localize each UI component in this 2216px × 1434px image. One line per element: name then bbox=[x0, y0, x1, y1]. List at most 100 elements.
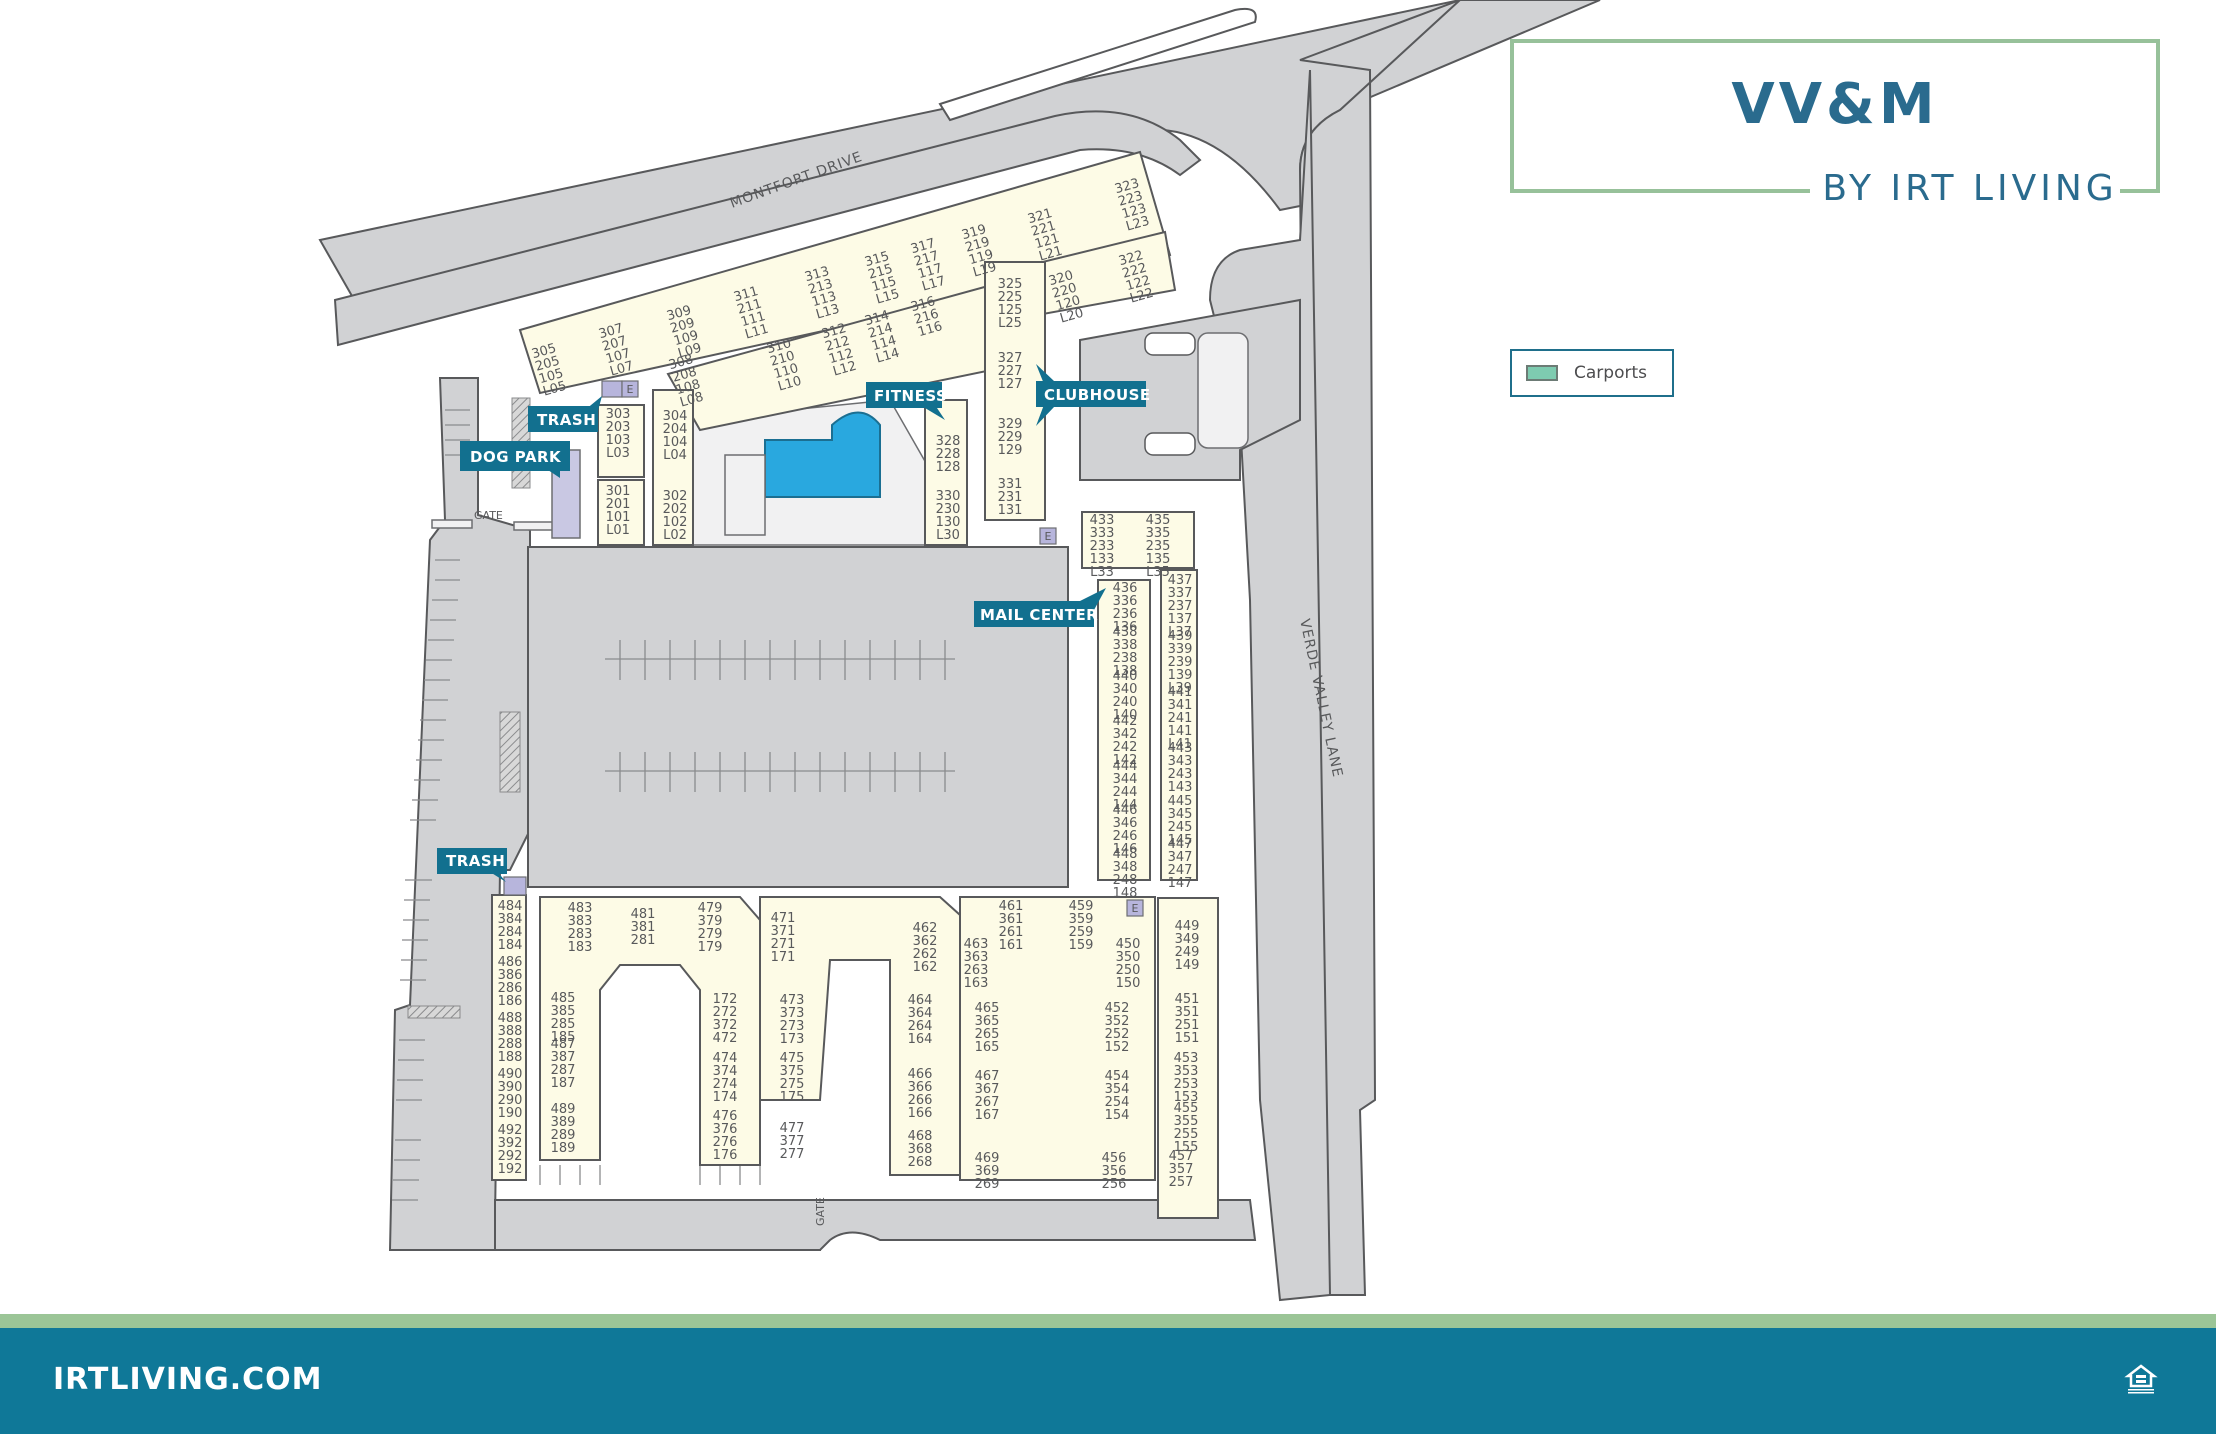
verde-valley-lane: VERDE VALLEY LANE bbox=[1208, 0, 1461, 1302]
svg-text:TRASH: TRASH bbox=[446, 852, 505, 870]
unit-label: 322222122L22 bbox=[1117, 248, 1156, 307]
unit-label: 307207107L07 bbox=[597, 321, 636, 380]
callout-trash-south[interactable]: TRASH bbox=[437, 848, 507, 882]
legend-label-carports: Carports bbox=[1574, 363, 1647, 383]
gate-label-south: GATE bbox=[814, 1197, 827, 1226]
brand-frame bbox=[1510, 39, 2160, 193]
north-building bbox=[518, 150, 1177, 521]
unit-label: 316216116 bbox=[909, 294, 944, 340]
unit-label: 315215115L15 bbox=[863, 249, 902, 308]
map-legend: Carports bbox=[1510, 349, 1674, 397]
brand-frame-rule-right bbox=[2120, 189, 2160, 193]
gate-label-west: GATE bbox=[474, 509, 503, 522]
callout-trash-north[interactable]: TRASH bbox=[528, 396, 602, 432]
central-parking-lot bbox=[527, 546, 1069, 888]
svg-text:TRASH: TRASH bbox=[537, 411, 596, 429]
unit-label: 310210110L10 bbox=[765, 336, 804, 395]
montfort-drive: MONTFORT DRIVE bbox=[318, 0, 1601, 347]
callout-fitness[interactable]: FITNESS bbox=[866, 382, 947, 420]
clubhouse-parking bbox=[1079, 298, 1301, 481]
unit-label: 305205105L05 bbox=[530, 341, 569, 400]
unit-label: 308208108L08 bbox=[667, 352, 706, 411]
carports-swatch bbox=[1526, 365, 1558, 381]
equal-housing-icon bbox=[2124, 1364, 2158, 1394]
unit-label: 323223123L23 bbox=[1113, 176, 1152, 235]
svg-text:DOG PARK: DOG PARK bbox=[470, 448, 562, 466]
east-buildings bbox=[1081, 511, 1219, 1219]
brand-frame-rule-left bbox=[1510, 189, 1810, 193]
parking-stalls-south bbox=[539, 1165, 761, 1185]
swimming-pool bbox=[764, 411, 881, 498]
unit-label: 319219119L19 bbox=[960, 222, 999, 281]
callout-clubhouse[interactable]: CLUBHOUSE bbox=[1036, 364, 1151, 426]
unit-label: 314214114L14 bbox=[863, 308, 902, 367]
unit-label: 313213113L13 bbox=[803, 264, 842, 323]
svg-text:E: E bbox=[1132, 902, 1139, 915]
svg-text:CLUBHOUSE: CLUBHOUSE bbox=[1044, 386, 1151, 404]
unit-label: 321221121L21 bbox=[1026, 206, 1065, 265]
site-map: MONTFORT DRIVE VERDE VALLEY LANE bbox=[318, 0, 1601, 1302]
website-link[interactable]: IRTLIVING.COM bbox=[53, 1362, 323, 1397]
property-subtitle: BY IRT LIVING bbox=[1822, 168, 2118, 209]
svg-text:E: E bbox=[1045, 530, 1052, 543]
south-parking: GATE bbox=[494, 1165, 1257, 1251]
unit-label: 312212112L12 bbox=[820, 321, 859, 380]
callout-dog-park[interactable]: DOG PARK bbox=[460, 441, 570, 478]
svg-text:E: E bbox=[627, 383, 634, 396]
svg-text:FITNESS: FITNESS bbox=[874, 387, 947, 405]
parking-stalls-west bbox=[392, 409, 470, 1201]
unit-label: 320220120L20 bbox=[1047, 268, 1086, 327]
unit-label: 309209109L09 bbox=[665, 303, 704, 362]
callout-mail-center[interactable]: MAIL CENTER bbox=[974, 588, 1106, 627]
property-title: VV&M bbox=[1731, 72, 1939, 137]
central-stalls bbox=[619, 640, 946, 792]
